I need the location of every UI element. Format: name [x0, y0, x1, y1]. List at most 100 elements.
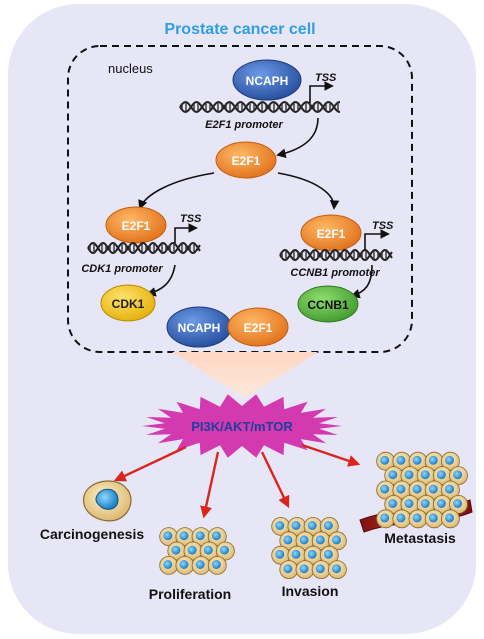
cell-nucleus-icon [299, 535, 309, 545]
arrow-to-cdk1-branch [138, 172, 215, 210]
cell-nucleus-icon [323, 521, 333, 530]
cell-nucleus-icon [404, 470, 414, 480]
tss-arrow-top [309, 81, 334, 103]
nucleus-label: nucleus [108, 61, 153, 76]
tss-arrow-right [364, 229, 390, 250]
cell-nucleus-icon [211, 560, 221, 569]
cell-nucleus-icon [388, 499, 398, 508]
cell-nucleus-icon [220, 545, 229, 555]
cdk1-label: CDK1 [112, 297, 145, 311]
ccnb1-promoter-label: CCNB1 promoter [290, 267, 380, 279]
arrow-promoter-to-e2f1 [276, 117, 319, 158]
cdk1-node [100, 284, 156, 322]
cell-nucleus-icon [388, 470, 398, 480]
invasion-cell-cluster-icon [271, 517, 347, 579]
arrow-to-metastasis [301, 443, 361, 467]
cell-nucleus-icon [420, 470, 430, 480]
cell-nucleus-icon [211, 531, 221, 541]
pathway-burst [142, 394, 342, 458]
cell-nucleus-icon [428, 455, 438, 465]
cell-nucleus-icon [380, 455, 390, 465]
signal-funnel [172, 352, 318, 398]
cell-nucleus-icon [396, 484, 406, 494]
cell-nucleus-icon [323, 549, 333, 559]
cell-nucleus-icon [291, 549, 301, 559]
cell-nucleus-icon [396, 455, 406, 465]
cell-nucleus-icon [275, 521, 285, 530]
cell-nucleus-icon [163, 531, 173, 541]
metastasis-label: Metastasis [384, 530, 456, 546]
e2f1-center-label: E2F1 [232, 154, 261, 168]
cdk1-promoter-label: CDK1 promoter [81, 263, 163, 275]
tss-label-left: TSS [180, 213, 202, 225]
ncaph-top-node [232, 59, 302, 101]
e2f1-bottom-node [227, 307, 289, 347]
cell-nucleus-icon [283, 535, 293, 545]
cell-nucleus-icon [179, 531, 189, 541]
cdk1-promoter-dna [87, 241, 201, 255]
cell-nucleus-icon [428, 484, 438, 494]
cell-nucleus-icon [380, 513, 390, 523]
arrow-to-proliferation [200, 451, 220, 519]
cell-nucleus-icon [436, 470, 446, 480]
cell-nucleus-icon [179, 560, 189, 569]
ncaph-bottom-label: NCAPH [178, 321, 221, 335]
arrow-to-cdk1 [146, 264, 176, 297]
invasion-label: Invasion [282, 583, 339, 599]
arrow-to-carcinogenesis [113, 445, 187, 482]
cell-nucleus-icon [283, 564, 293, 574]
proliferation-label: Proliferation [149, 586, 231, 602]
e2f1-bottom-label: E2F1 [244, 321, 273, 335]
tss-label-top: TSS [315, 72, 337, 84]
tss-label-right: TSS [372, 220, 394, 232]
cell-nucleus-icon [445, 513, 454, 523]
arrow-to-ccnb1 [350, 264, 373, 299]
cell-nucleus-icon [404, 499, 414, 508]
arrow-to-invasion [260, 451, 290, 509]
cell-nucleus-icon [396, 513, 406, 523]
e2f1-promoter-label: E2F1 promoter [205, 119, 283, 131]
cell-nucleus-icon [445, 484, 454, 494]
cell-nucleus-icon [412, 484, 422, 494]
e2f1-left-label: E2F1 [122, 219, 151, 233]
cell-nucleus-icon [412, 513, 422, 523]
cell-nucleus-icon [436, 499, 446, 508]
cell-nucleus-icon [307, 549, 317, 559]
cell-nucleus-icon [171, 545, 181, 555]
e2f1-promoter-dna [179, 101, 340, 113]
cell-nucleus-icon [203, 545, 213, 555]
cell-nucleus-icon [315, 535, 325, 545]
cell-nucleus-icon [187, 545, 197, 555]
cell-nucleus-icon [332, 564, 341, 574]
cell-nucleus-icon [420, 499, 430, 508]
e2f1-right-label: E2F1 [317, 227, 346, 241]
cell-nucleus-icon [195, 531, 205, 541]
cell-nucleus-icon [428, 513, 438, 523]
e2f1-center-node [215, 141, 277, 179]
cell-nucleus-icon [453, 499, 463, 508]
proliferation-cell-cluster-icon [159, 527, 235, 575]
cell-nucleus-icon [291, 521, 301, 530]
e2f1-left-node [105, 206, 167, 244]
cell-nucleus-icon [380, 484, 390, 494]
cell-nucleus-icon [453, 470, 463, 480]
ccnb1-node [297, 285, 359, 323]
single-cancer-cell-icon [83, 480, 132, 522]
cell-nucleus-icon [445, 455, 454, 465]
cell-nucleus-icon [315, 564, 325, 574]
ccnb1-promoter-dna [279, 248, 393, 262]
ccnb1-label: CCNB1 [307, 298, 349, 312]
cell-nucleus-icon [299, 564, 309, 574]
cell-nucleus-icon [275, 549, 285, 559]
cell-nucleus-icon [195, 560, 205, 569]
carcinogenesis-label: Carcinogenesis [40, 526, 144, 542]
cell-nucleus-icon [412, 455, 422, 465]
e2f1-right-node [300, 214, 362, 252]
cell-nucleus-icon [332, 535, 341, 545]
tumor-with-vessel-icon [359, 451, 473, 533]
cell-nucleus-icon [163, 560, 173, 569]
ncaph-top-label: NCAPH [246, 74, 289, 88]
cell-nucleus-icon [307, 521, 317, 530]
